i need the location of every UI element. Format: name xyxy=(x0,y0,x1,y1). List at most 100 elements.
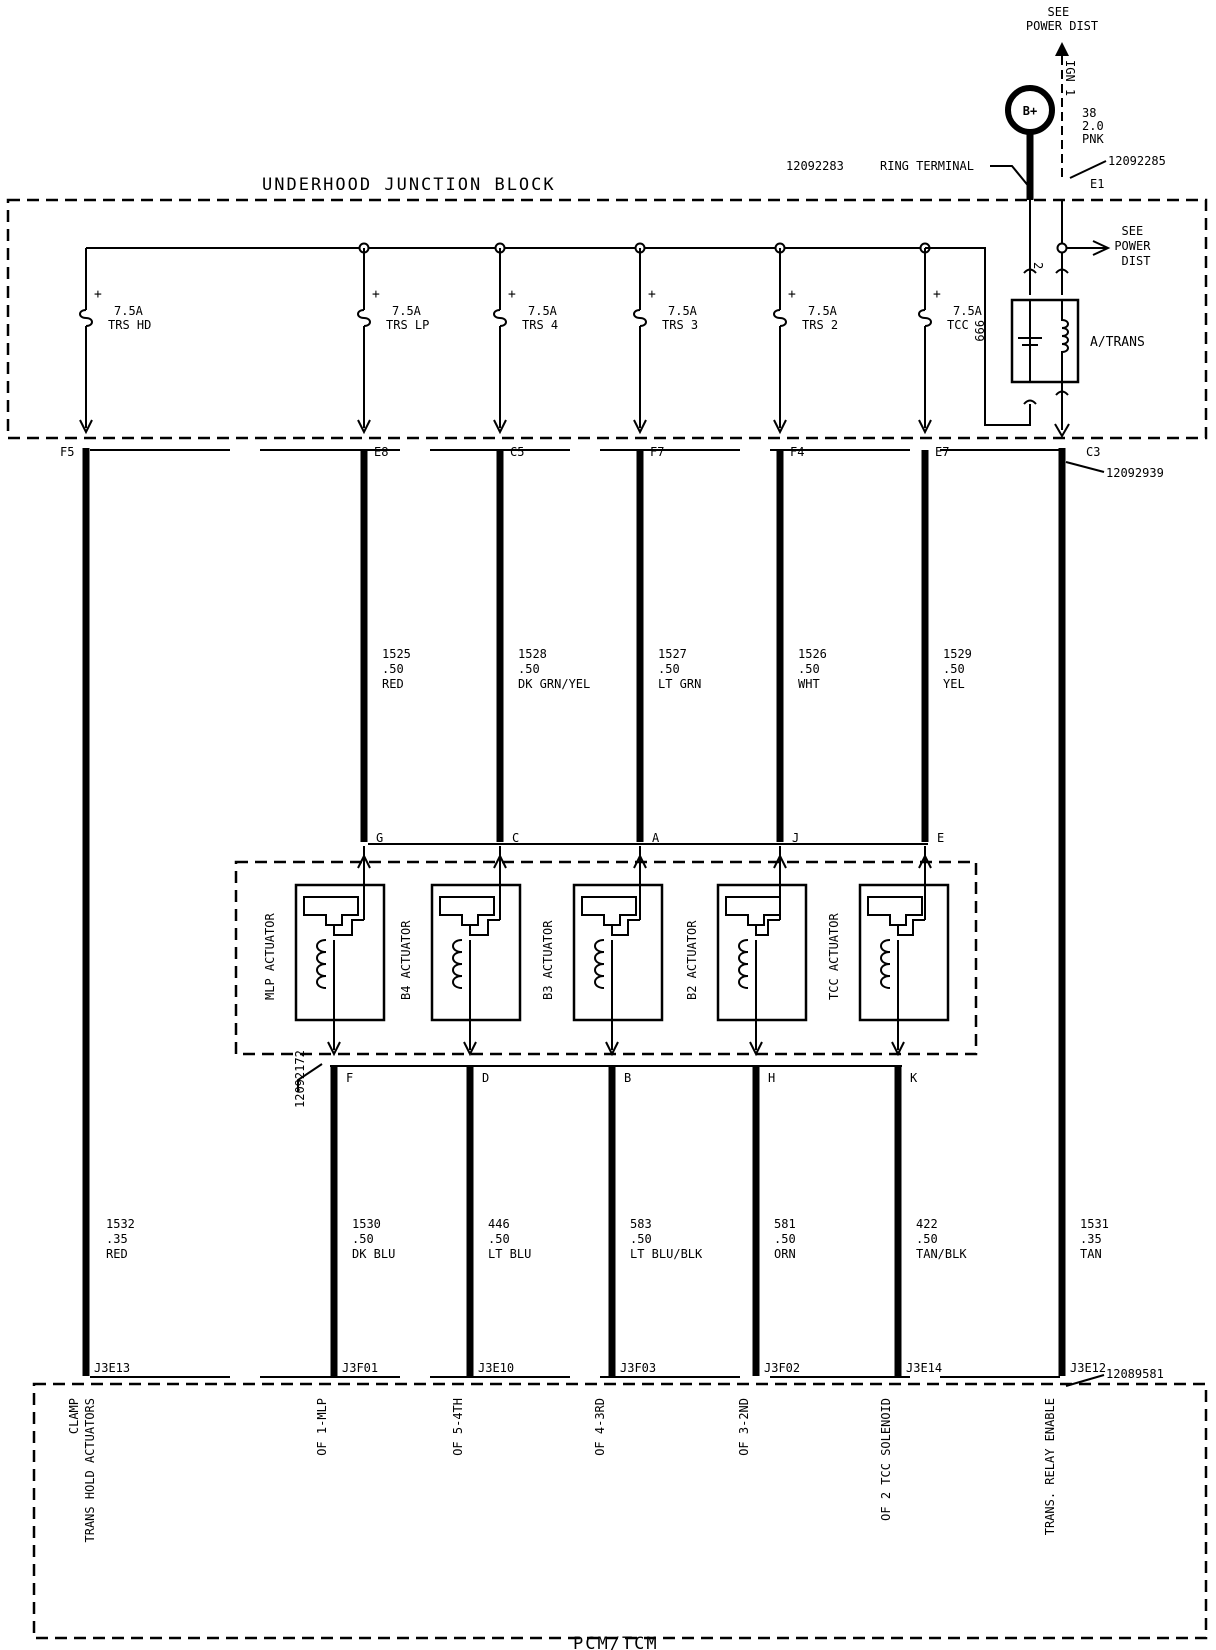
wire-gauge: .50 xyxy=(352,1232,374,1246)
fuse-name: TRS HD xyxy=(108,318,151,332)
pcm-pin: J3E10 xyxy=(478,1361,514,1375)
pcm-function-label: OF 2 TCC SOLENOID xyxy=(879,1398,893,1521)
fuse-icon xyxy=(773,309,787,327)
pcm-pin: J3E14 xyxy=(906,1361,942,1375)
solenoid-icon xyxy=(581,896,637,926)
wire-color: LT GRN xyxy=(658,677,701,691)
actuator-top-pin: J xyxy=(792,831,799,845)
fuse-pin: F5 xyxy=(60,445,74,459)
wire-circuit: 1530 xyxy=(352,1217,381,1231)
power-dist-arrow-right xyxy=(1092,240,1111,256)
wire-gauge: .35 xyxy=(1080,1232,1102,1246)
wire-circuit: 581 xyxy=(774,1217,796,1231)
pcm-pin: J3F01 xyxy=(342,1361,378,1375)
wire-color: RED xyxy=(106,1247,128,1261)
pcm-pin: J3F02 xyxy=(764,1361,800,1375)
wire-gauge: .50 xyxy=(916,1232,938,1246)
pcm-pin: J3E13 xyxy=(94,1361,130,1375)
wire-gauge: .35 xyxy=(106,1232,128,1246)
actuator-box xyxy=(430,883,522,1022)
fuse-name: TRS 3 xyxy=(662,318,698,332)
wire-color: DK GRN/YEL xyxy=(518,677,590,691)
actuator-bottom-pin: F xyxy=(346,1071,353,1085)
fuse-name: TRS 4 xyxy=(522,318,558,332)
see-power-dist-top: SEE POWER DIST xyxy=(1026,5,1098,33)
wire-gauge: .50 xyxy=(488,1232,510,1246)
wire-circuit: 1528 xyxy=(518,647,547,661)
relay-box xyxy=(1010,298,1080,384)
actuator-name: B3 ACTUATOR xyxy=(541,920,555,1000)
actuator-bottom-pin: H xyxy=(768,1071,775,1085)
wire-color: TAN xyxy=(1080,1247,1102,1261)
fuse-plus: + xyxy=(788,287,796,302)
pcm-function-label: OF 5-4TH xyxy=(451,1398,465,1456)
power-source: SEE POWER DIST IGN 1 B+ 38 2.0 PNK 12092… xyxy=(786,5,1166,268)
c3-part: 12092939 xyxy=(1106,466,1164,480)
wire-gauge: .50 xyxy=(658,662,680,676)
fuse-icon xyxy=(918,309,932,327)
fuse-pin: F7 xyxy=(650,445,664,459)
actuator-bottom-pin: D xyxy=(482,1071,489,1085)
fuse-pin: E8 xyxy=(374,445,388,459)
actuator-name: MLP ACTUATOR xyxy=(263,913,277,1000)
wire-gauge: .50 xyxy=(798,662,820,676)
wire-circuit: 1532 xyxy=(106,1217,135,1231)
wire-color: WHT xyxy=(798,677,820,691)
actuator-box xyxy=(294,883,386,1022)
fuse-pin: C5 xyxy=(510,445,524,459)
relay-label: A/TRANS xyxy=(1090,335,1145,350)
wire-color: RED xyxy=(382,677,404,691)
pcm-function-label: TRANS. RELAY ENABLE xyxy=(1043,1398,1057,1535)
actuator-box xyxy=(716,883,808,1022)
relay-a-trans: 2 A/TRANS 999 xyxy=(925,200,1145,438)
actuator-top-pin: E xyxy=(937,831,944,845)
wire-color: LT BLU xyxy=(488,1247,531,1261)
solenoid-icon xyxy=(439,896,495,926)
wire-circuit: 583 xyxy=(630,1217,652,1231)
ign-wire-label: 38 2.0 PNK xyxy=(1082,106,1111,146)
ring-terminal-part: 12092283 xyxy=(786,159,844,173)
wire-color: TAN/BLK xyxy=(916,1247,967,1261)
ign-label: IGN 1 xyxy=(1063,60,1077,96)
ring-terminal-label: RING TERMINAL xyxy=(880,159,974,173)
ign-part: 12092285 xyxy=(1108,154,1166,168)
wire-color: ORN xyxy=(774,1247,796,1261)
actuator-bottom-pin: B xyxy=(624,1071,631,1085)
actuator-box xyxy=(858,883,950,1022)
wire-circuit: 1527 xyxy=(658,647,687,661)
actuator-1: CB4 ACTUATOR xyxy=(399,831,522,1057)
wire-gauge: .50 xyxy=(518,662,540,676)
junction-block-title: UNDERHOOD JUNCTION BLOCK xyxy=(262,175,556,195)
fuse-amps: 7.5A xyxy=(392,304,422,318)
wire-gauge: .50 xyxy=(630,1232,652,1246)
pcm-function-label: OF 1-MLP xyxy=(315,1398,329,1456)
wire-color: LT BLU/BLK xyxy=(630,1247,703,1261)
ign-pin: E1 xyxy=(1090,177,1104,191)
fuse-plus: + xyxy=(933,287,941,302)
underhood-junction-block: UNDERHOOD JUNCTION BLOCK +7.5A TRS HD F5 +7… xyxy=(6,175,1208,480)
fuse-name: TCC xyxy=(947,318,969,332)
wire-gauge: .50 xyxy=(774,1232,796,1246)
fuse-icon xyxy=(79,309,93,327)
fuse-pin: F4 xyxy=(790,445,804,459)
fuse-icon xyxy=(493,309,507,327)
